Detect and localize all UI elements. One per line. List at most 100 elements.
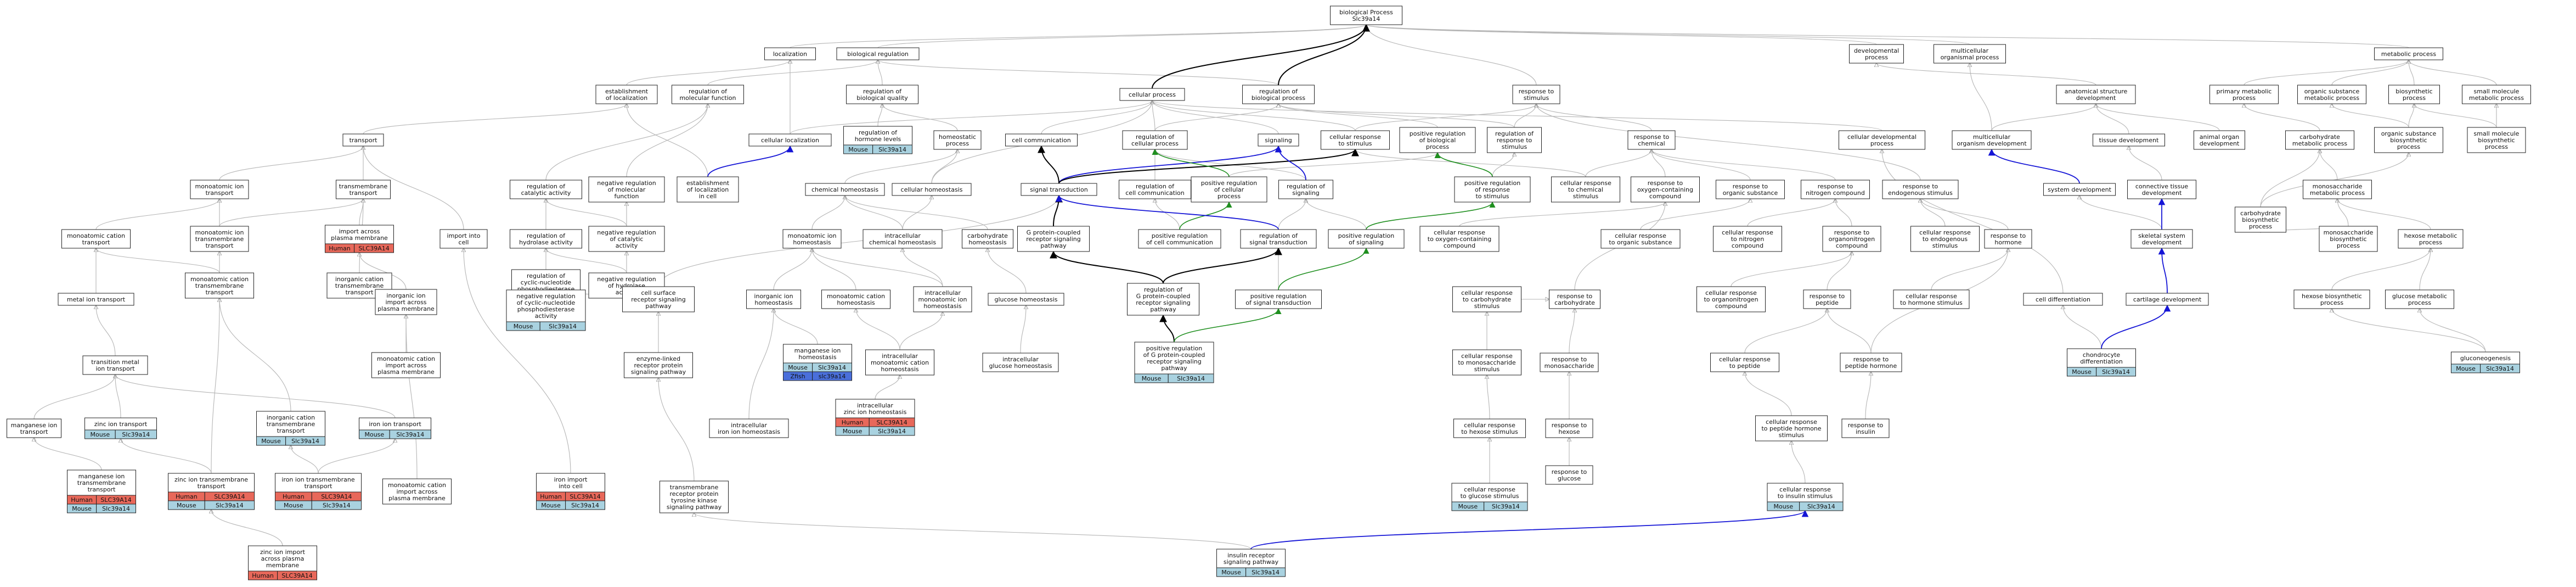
go-term-node[interactable]: biological regulation <box>836 47 920 60</box>
go-term-node[interactable]: metabolic process <box>2374 47 2443 60</box>
go-term-node[interactable]: chemical homeostasis <box>805 183 885 196</box>
go-term-node[interactable]: cartilage development <box>2126 293 2209 306</box>
go-term-node[interactable]: cell differentiation <box>2023 293 2103 306</box>
go-term-node[interactable]: manganese iontransmembranetransportHuman… <box>67 469 136 513</box>
go-term-node[interactable]: signaling <box>1258 133 1299 147</box>
go-term-node[interactable]: cellular process <box>1119 88 1185 101</box>
go-term-node[interactable]: inorganic cationtransmembranetransportMo… <box>256 411 325 446</box>
go-term-node[interactable]: localization <box>764 47 816 60</box>
go-term-node[interactable]: glucose homeostasis <box>988 293 1064 306</box>
go-term-node[interactable]: cell communication <box>1005 133 1078 147</box>
go-term-node[interactable]: system development <box>2043 183 2116 196</box>
go-term-node[interactable]: cellular homeostasis <box>892 183 972 196</box>
go-term-node[interactable]: metal ion transport <box>58 293 134 306</box>
